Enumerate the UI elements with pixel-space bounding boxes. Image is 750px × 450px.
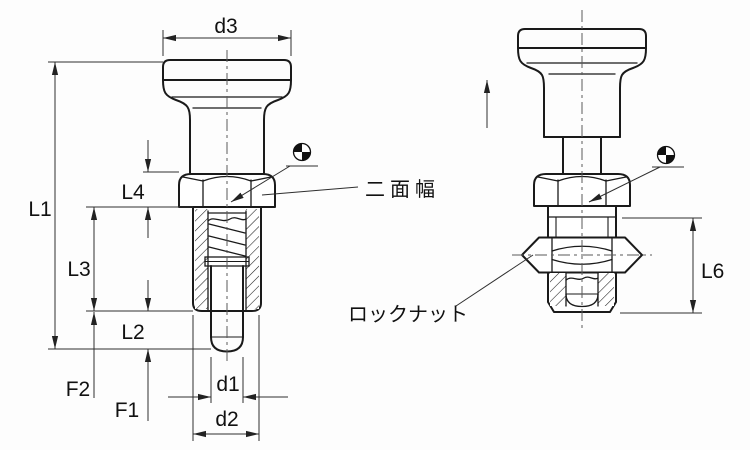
exposed-stem: [562, 136, 602, 174]
datum-target-right: [588, 145, 684, 203]
left-view-dimensions: [48, 30, 292, 441]
dim-label-F2: F2: [66, 378, 91, 401]
dimension-labels: d3 L1 L4 L3 L2 F2 F1 d1 d2 L6 二面幅 ロックナット: [28, 15, 724, 431]
dim-label-L2: L2: [121, 321, 144, 344]
dim-label-d3: d3: [214, 15, 237, 38]
knob-side-right: [619, 47, 647, 138]
right-view: [455, 10, 702, 332]
across-flats-leader: [261, 186, 359, 196]
datum-leader-line: [588, 166, 661, 203]
hex-chamfer-left: [537, 176, 559, 182]
dim-label-F1: F1: [115, 399, 140, 422]
dim-label-L1: L1: [28, 198, 51, 221]
dim-label-L4: L4: [121, 181, 145, 204]
label-lock-nut: ロックナット: [348, 303, 468, 326]
hex-chamfer-right: [605, 176, 627, 182]
retracted-pin-dome: [565, 293, 599, 308]
label-across-flats: 二面幅: [365, 178, 440, 201]
hatch-wall-left: [195, 209, 208, 309]
datum-target-left: [230, 142, 318, 203]
datum-quadrant: [666, 155, 675, 164]
datum-quadrant: [293, 143, 302, 152]
knob-side-right: [263, 79, 292, 174]
left-view: [48, 30, 359, 441]
lock-nut-leader: [455, 254, 534, 307]
hatch-wall-left: [550, 273, 566, 306]
knob-side-left: [517, 47, 545, 138]
datum-quadrant: [657, 146, 666, 155]
datum-quadrant: [302, 152, 311, 161]
hex-chamfer-right: [250, 176, 272, 182]
right-view-dimensions: [620, 217, 702, 314]
dim-label-d1: d1: [216, 373, 239, 396]
dim-label-L6: L6: [701, 260, 724, 283]
knob-side-left: [162, 79, 191, 174]
break-line: [565, 276, 599, 281]
dim-label-L3: L3: [67, 258, 90, 281]
knob-knurl-band: [162, 59, 292, 81]
hatch-wall-right: [246, 209, 259, 309]
hatch-wall-right: [598, 273, 614, 306]
datum-leader-line: [230, 165, 291, 203]
stud-tip-section: [550, 272, 614, 308]
dim-label-d2: d2: [215, 408, 238, 431]
hex-chamfer-left: [182, 176, 204, 182]
knob-knurl-band: [517, 28, 647, 49]
break-line: [207, 217, 247, 222]
